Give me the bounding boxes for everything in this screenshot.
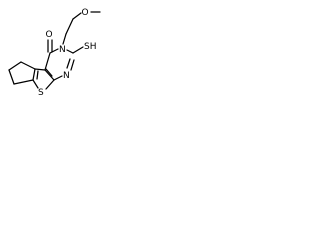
bond-c2-n1 (70, 59, 75, 71)
bond-c4b-ch2a (20, 61, 36, 70)
bond-ch2-n (62, 33, 67, 45)
atom-nitrogen-lower: N (63, 71, 70, 81)
atom-layer: O O N SH N S (38, 8, 96, 98)
bond-ch2a-ch2b (8, 61, 22, 71)
atom-nitrogen-ring: N (59, 45, 66, 55)
atom-sulfur-thiophene: S (38, 88, 44, 98)
bond-c8a-s (45, 79, 55, 90)
bond-ethylene (65, 18, 74, 35)
bond-n3-c2 (66, 49, 74, 54)
bond-s-c7a (32, 79, 39, 89)
atom-oxygen-methoxy: O (82, 8, 89, 18)
bond-ch2b-ch2c (8, 69, 15, 85)
bond-c4b-c4a (34, 68, 46, 71)
bond-ch2c-c7a (13, 79, 34, 85)
bond-c4a-c4 (44, 52, 51, 71)
bond-c7a-c4b (32, 68, 36, 81)
bond-c2-n1-double (66, 58, 71, 69)
bond-n1-c8a (53, 75, 63, 81)
bond-c8a-c4a (44, 69, 55, 81)
bond-o-ch2 (72, 12, 82, 20)
bond-c8a-c4a-double (45, 68, 53, 77)
bond-c2-s (72, 46, 84, 54)
atom-oxygen-carbonyl: O (46, 30, 53, 40)
bond-c7a-c4b-double (36, 70, 39, 80)
chemical-structure: O O N SH N S (8, 8, 101, 98)
atom-thiol: SH (84, 42, 96, 52)
bond-c4-n3 (49, 48, 59, 54)
bond-layer (8, 11, 101, 90)
